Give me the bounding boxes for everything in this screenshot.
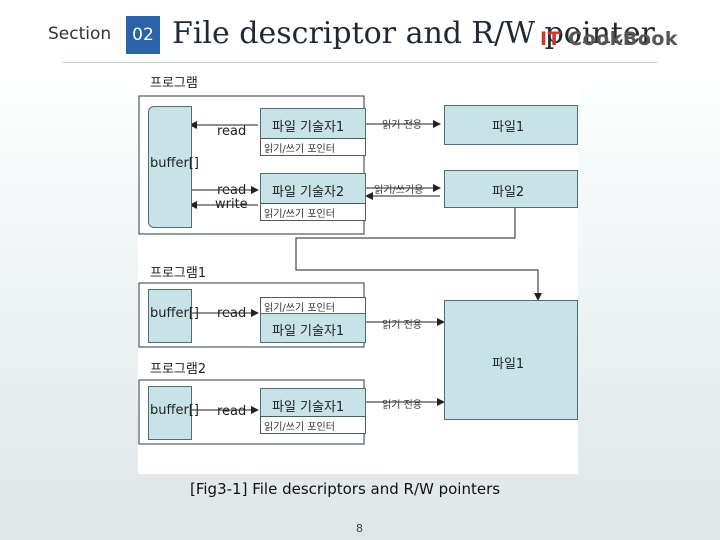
file-descriptor-1-label: 파일 기술자1: [272, 120, 345, 135]
write-op-label: write: [215, 197, 248, 212]
shared-file-label: 파일1: [492, 357, 525, 372]
program1-read-label: read: [217, 306, 247, 321]
figure-caption: [Fig3-1] File descriptors and R/W pointe…: [190, 480, 501, 498]
rw-pointer-2: [260, 203, 366, 221]
file-2-box: [444, 170, 578, 208]
file-1-label: 파일1: [492, 120, 525, 135]
buffer-box: [148, 106, 192, 228]
program2-rw-pointer-label: 읽기/쓰기 포인터: [264, 422, 335, 433]
shared-file-box: [444, 300, 578, 420]
program1-file-descriptor: [260, 313, 366, 343]
file-descriptor-2-label: 파일 기술자2: [272, 185, 345, 200]
program2-read-label: read: [217, 404, 247, 419]
section-number-badge: 02: [126, 16, 160, 54]
read-op-label-2: read: [217, 183, 247, 198]
program2-file-descriptor: [260, 388, 366, 418]
mode-label-2: 읽기/쓰기용: [374, 185, 424, 196]
program1-file-descriptor-label: 파일 기술자1: [272, 324, 345, 339]
mode-label-1: 읽기 전용: [382, 120, 422, 131]
slide-title: File descriptor and R/W pointer: [172, 16, 655, 51]
file-descriptor-2: [260, 173, 366, 205]
page-number: 8: [356, 522, 363, 535]
header-rule: [62, 62, 658, 63]
program1-title: 프로그램1: [150, 266, 207, 281]
program2-title: 프로그램2: [150, 362, 207, 377]
buffer-label: buffer[]: [150, 156, 199, 171]
file-1-box: [444, 105, 578, 145]
section-label: Section: [48, 24, 112, 44]
logo-it: IT: [540, 28, 562, 50]
connector-line: [295, 202, 542, 301]
publisher-logo: IT CookBook: [540, 28, 678, 50]
program1-rw-pointer-label: 읽기/쓰기 포인터: [264, 303, 335, 314]
program2-buffer-box: [148, 386, 192, 440]
program1-buffer-box: [148, 289, 192, 343]
read-op-label: read: [217, 124, 247, 139]
program-frame: [138, 95, 365, 235]
rw-pointer-1: [260, 138, 366, 156]
rw-pointer-2-label: 읽기/쓰기 포인터: [264, 209, 335, 220]
program2-buffer-label: buffer[]: [150, 403, 199, 418]
program2-rw-pointer: [260, 416, 366, 434]
program1-buffer-label: buffer[]: [150, 306, 199, 321]
file-2-label: 파일2: [492, 185, 525, 200]
logo-cookbook: CookBook: [568, 28, 679, 50]
rw-pointer-1-label: 읽기/쓰기 포인터: [264, 144, 335, 155]
program2-file-descriptor-label: 파일 기술자1: [272, 400, 345, 415]
program2-mode-label: 읽기 전용: [382, 400, 422, 411]
program1-mode-label: 읽기 전용: [382, 320, 422, 331]
program-title: 프로그램: [150, 76, 198, 91]
